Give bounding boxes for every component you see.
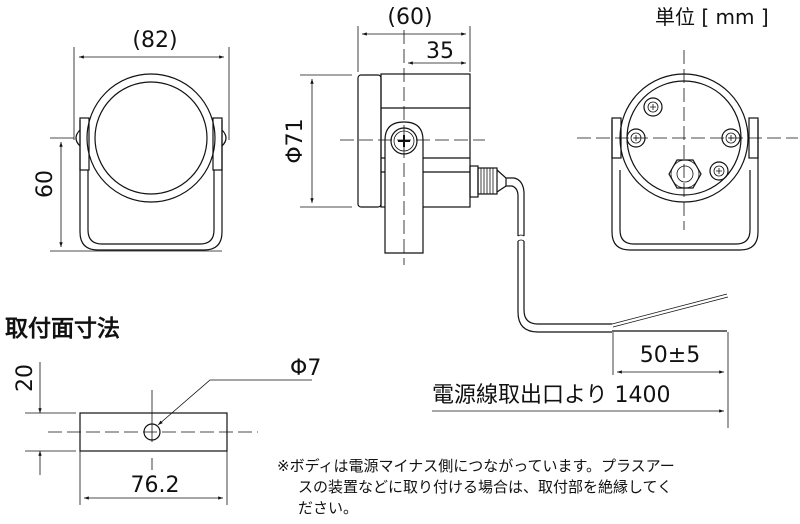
cable-gland-icon	[668, 159, 702, 189]
cable-length-dim: 電源線取出口より 1400	[432, 383, 671, 408]
note-line-1: ※ボディは電源マイナス側につながっています。プラスアー	[277, 457, 675, 475]
screw-icon	[626, 97, 741, 181]
note-line-2: スの装置などに取り付ける場合は、取付部を絶縁してく	[298, 478, 672, 496]
mounting-dimensions: 取付面寸法 20 Φ7 76.2	[5, 316, 321, 505]
front-height-dim: 60	[33, 170, 58, 198]
hole-pitch-dim: 76.2	[131, 473, 180, 498]
side-depth-dim: (60)	[387, 5, 432, 30]
cable-strip-dim: 50±5	[640, 343, 700, 368]
side-view: (60) 35 Φ71 50±5 電源線取出口より 1400	[283, 5, 729, 428]
rear-view: 単位 [ mm ]	[577, 5, 798, 251]
mounting-title: 取付面寸法	[5, 316, 120, 342]
front-width-dim: (82)	[132, 28, 177, 53]
insulation-note: ※ボディは電源マイナス側につながっています。プラスアー スの装置などに取り付ける…	[277, 457, 675, 517]
hole-diameter-dim: Φ7	[290, 356, 321, 381]
note-line-3: ださい。	[298, 499, 358, 517]
front-view: (82) 60	[33, 28, 230, 252]
side-diameter-dim: Φ71	[283, 118, 308, 163]
side-body-dim: 35	[426, 39, 454, 64]
unit-label: 単位 [ mm ]	[655, 5, 769, 29]
mounting-height-dim: 20	[13, 364, 38, 392]
